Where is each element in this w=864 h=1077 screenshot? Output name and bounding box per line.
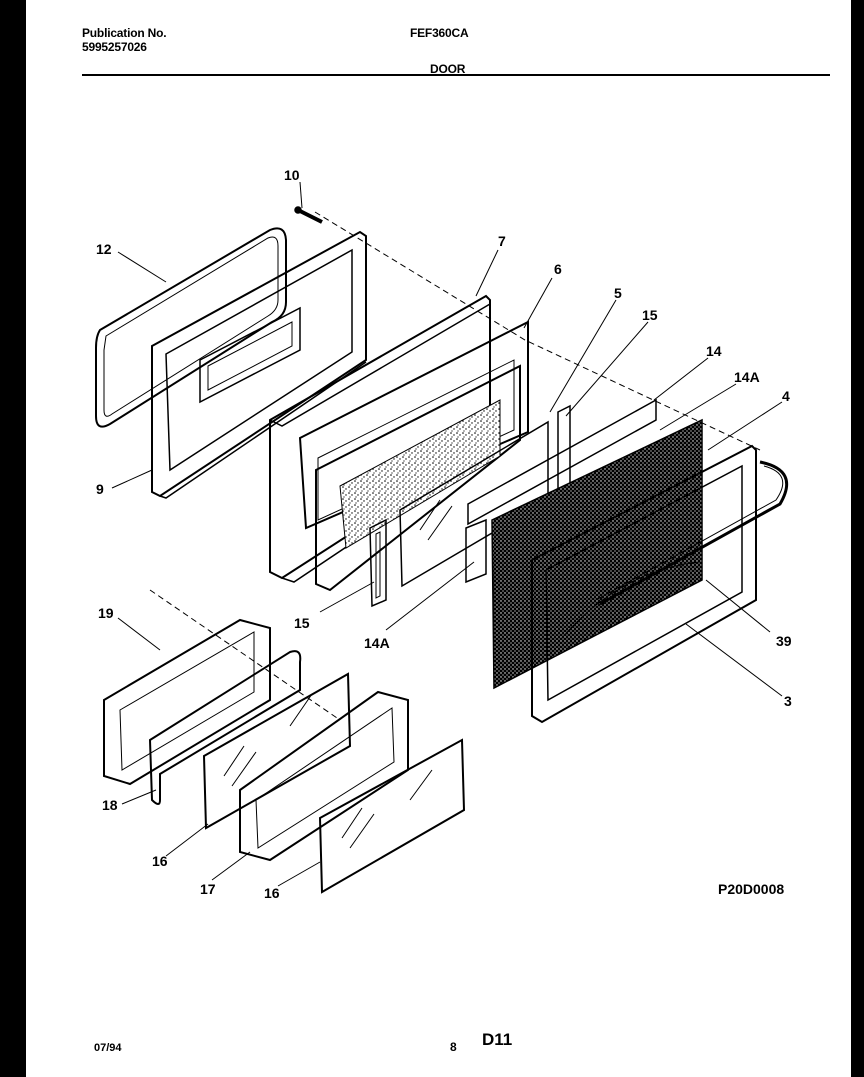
window-frame-assembly (315, 364, 521, 592)
label-part-7: 7 (498, 233, 506, 249)
label-part-10: 10 (284, 167, 300, 183)
label-part-15-lower: 15 (294, 615, 310, 631)
outer-door-panel-part-3 (531, 444, 757, 724)
alignment-line-upper (314, 211, 761, 451)
label-part-12: 12 (96, 241, 112, 257)
screw-part-10 (294, 206, 323, 224)
label-part-4: 4 (782, 388, 790, 404)
label-part-14a-upper: 14A (734, 369, 760, 385)
section-title: DOOR (430, 62, 466, 76)
frame-part-19 (103, 618, 271, 786)
frame-part-17 (239, 690, 409, 862)
door-assembly-drawing (95, 181, 789, 894)
label-part-5: 5 (614, 285, 622, 301)
hinge-part-15-right (557, 404, 571, 496)
label-part-16-upper: 16 (152, 853, 168, 869)
label-part-19: 19 (98, 605, 114, 621)
footer-date: 07/94 (94, 1042, 122, 1054)
right-scan-border (851, 0, 864, 1077)
label-part-17: 17 (200, 881, 216, 897)
gasket-part-12 (95, 227, 287, 428)
label-part-9: 9 (96, 481, 104, 497)
label-part-15-upper: 15 (642, 307, 658, 323)
leader-lines (111, 181, 783, 887)
label-part-14: 14 (706, 343, 722, 359)
outer-door-frame-part-9 (151, 230, 367, 499)
handle-part-39 (595, 460, 789, 606)
inner-frame-part-6 (298, 320, 529, 530)
footer-page-number: 8 (450, 1040, 457, 1054)
hinge-part-15-left (369, 518, 387, 608)
spacer-part-14 (465, 398, 657, 584)
model-number: FEF360CA (410, 26, 469, 40)
alignment-line-lower (149, 589, 341, 721)
label-part-6: 6 (554, 261, 562, 277)
gasket-part-18 (148, 650, 302, 805)
insulation-part-4 (491, 418, 703, 690)
glass-part-16-lower (318, 738, 466, 894)
left-scan-border (0, 0, 26, 1077)
glass-part-16-upper (202, 672, 352, 830)
header-rule (82, 74, 830, 76)
label-part-18: 18 (102, 797, 118, 813)
label-part-16-lower: 16 (264, 885, 280, 901)
footer-code: D11 (482, 1030, 513, 1049)
publication-number: 5995257026 (82, 40, 147, 54)
diagram-code: P20D0008 (718, 881, 784, 897)
publication-label: Publication No. (82, 26, 167, 40)
label-part-39: 39 (776, 633, 792, 649)
label-part-3: 3 (784, 693, 792, 709)
label-part-14a-lower: 14A (364, 635, 390, 651)
